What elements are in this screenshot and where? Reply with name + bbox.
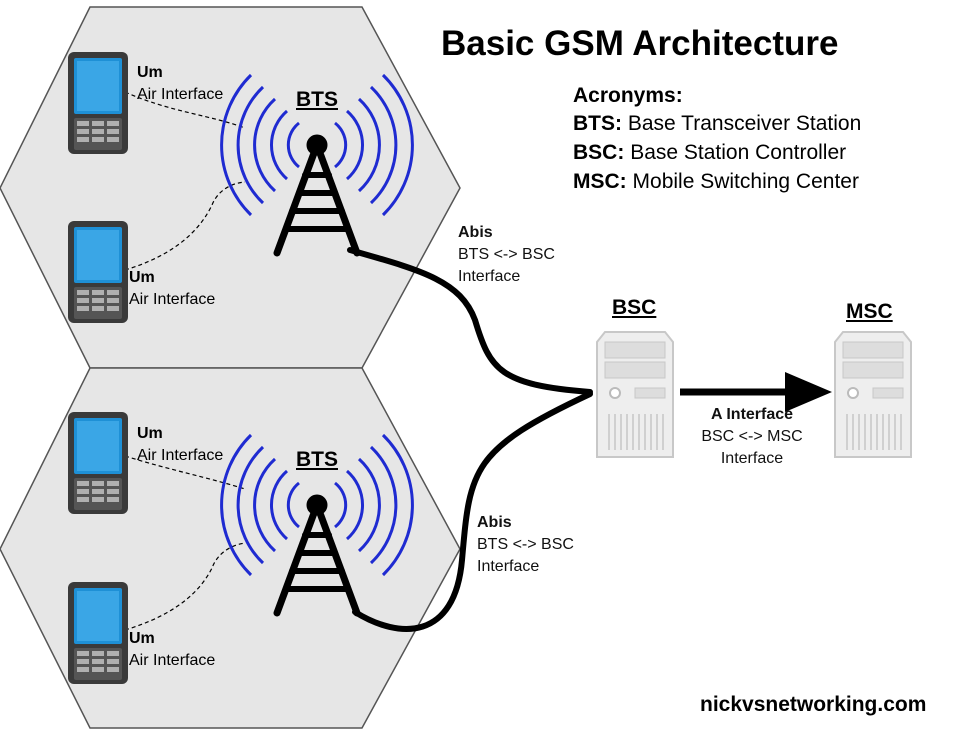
acronym-item: BSC: Base Station Controller [573, 141, 846, 165]
mobile-phone-icon [68, 52, 128, 154]
acronym-item: BTS: Base Transceiver Station [573, 112, 861, 136]
air-interface-label: Air Interface [137, 447, 224, 464]
air-link-dashed [124, 542, 246, 631]
phone-interface-label: Um Air Interface [129, 267, 215, 311]
bsc-label: BSC [612, 296, 657, 319]
air-interface-label: Air Interface [129, 291, 216, 308]
abis-name: Abis [458, 224, 493, 241]
abis-line1: BTS <-> BSC [458, 246, 555, 263]
mobile-phone-icon [68, 412, 128, 514]
acronym-full: Mobile Switching Center [632, 170, 859, 193]
air-link-dashed [124, 455, 246, 490]
air-interface-label: Air Interface [137, 86, 224, 103]
a-interface-line2: Interface [720, 450, 784, 467]
air-link-dashed [124, 181, 246, 271]
acronym-abbr: BTS: [573, 112, 622, 135]
bts-label: BTS [296, 88, 338, 111]
acronym-abbr: MSC: [573, 170, 627, 193]
msc-server-icon [834, 331, 912, 458]
phone-interface-label: Um Air Interface [137, 62, 223, 106]
abis-line2: Interface [458, 268, 521, 285]
phone-interface-label: Um Air Interface [129, 628, 215, 672]
um-label: Um [129, 630, 155, 647]
bsc-server-icon [596, 331, 674, 458]
a-interface-line1: BSC <-> MSC [701, 428, 803, 445]
page-title: Basic GSM Architecture [441, 24, 839, 63]
um-label: Um [137, 64, 163, 81]
abis-link-bottom [352, 391, 593, 632]
a-interface-label: A Interface BSC <-> MSC Interface [686, 404, 818, 470]
msc-label: MSC [846, 300, 893, 323]
air-interface-label: Air Interface [129, 652, 216, 669]
um-label: Um [137, 425, 163, 442]
bts-label: BTS [296, 448, 338, 471]
footer-site-label: nickvsnetworking.com [700, 693, 927, 716]
phone-interface-label: Um Air Interface [137, 423, 223, 467]
abis-line1: BTS <-> BSC [477, 536, 574, 553]
air-link-dashed [124, 91, 246, 129]
a-interface-name: A Interface [710, 406, 794, 423]
abis-name: Abis [477, 514, 512, 531]
abis-link-top [347, 247, 593, 395]
mobile-phone-icon [68, 582, 128, 684]
abis-label: Abis BTS <-> BSC Interface [477, 512, 574, 578]
abis-label: Abis BTS <-> BSC Interface [458, 222, 555, 288]
arrow-head-icon [785, 372, 832, 412]
acronym-item: MSC: Mobile Switching Center [573, 170, 859, 194]
acronym-full: Base Transceiver Station [627, 112, 862, 135]
acronym-abbr: BSC: [573, 141, 625, 164]
um-label: Um [129, 269, 155, 286]
mobile-phone-icon [68, 221, 128, 323]
abis-line2: Interface [477, 558, 540, 575]
acronyms-heading: Acronyms: [573, 84, 683, 107]
acronym-full: Base Station Controller [630, 141, 847, 164]
